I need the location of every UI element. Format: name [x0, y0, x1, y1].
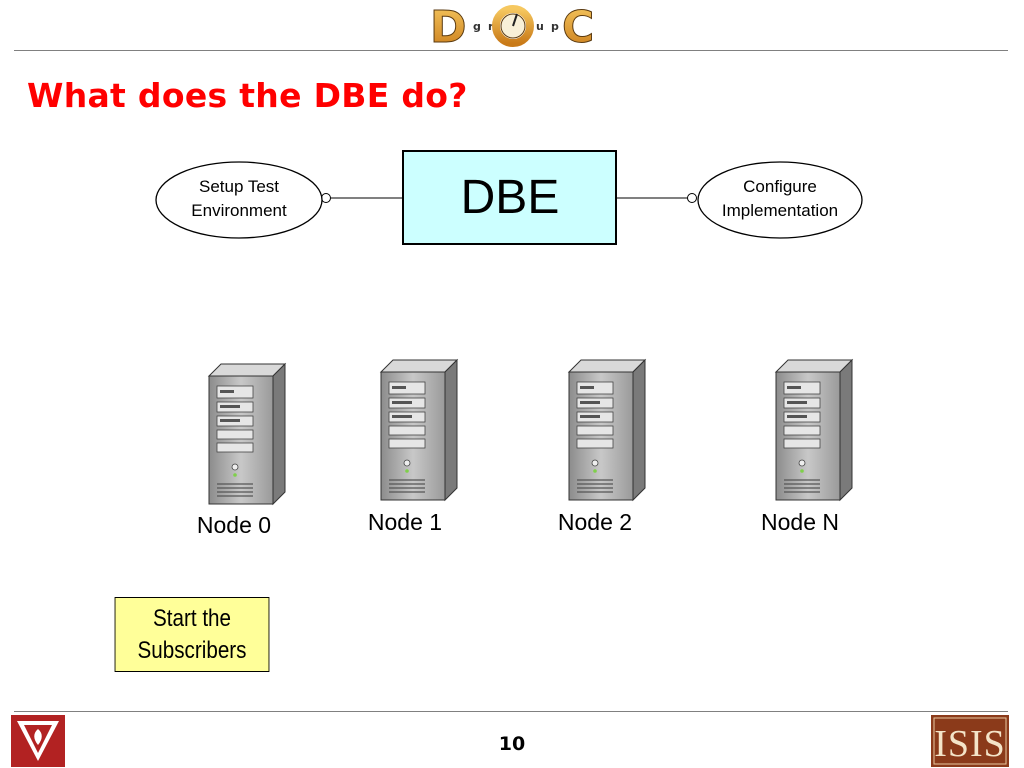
server-icon-node-n — [775, 359, 853, 501]
page-number: 10 — [498, 733, 526, 755]
isis-logo-text: ISIS — [934, 723, 1006, 765]
node-label-n: Node N — [761, 509, 839, 535]
left-connector-end — [321, 193, 331, 203]
dbe-box — [402, 150, 617, 245]
right-connector-end — [687, 193, 697, 203]
slide-title: What does the DBE do? — [27, 76, 468, 115]
doc-group-logo: D g r O u p C — [430, 2, 595, 48]
header-rule — [14, 50, 1008, 51]
configure-line-1: Configure — [743, 177, 817, 196]
start-subscribers-line-1: Start the — [152, 604, 232, 632]
logo-letter-p: p — [551, 20, 559, 33]
logo-letter-c: C — [562, 2, 594, 48]
isis-logo: ISIS — [931, 715, 1009, 767]
vanderbilt-logo: V — [11, 715, 65, 767]
setup-test-line-1: Setup Test — [199, 177, 279, 196]
server-icon-node-2 — [568, 359, 646, 501]
server-icon-node-1 — [380, 359, 458, 501]
logo-letter-r: r — [488, 20, 494, 33]
logo-letter-u: u — [536, 20, 544, 33]
node-label-2: Node 2 — [558, 509, 632, 535]
configure-implementation-ellipse — [697, 161, 863, 239]
setup-test-line-2: Environment — [191, 201, 287, 220]
node-label-1: Node 1 — [368, 509, 442, 535]
start-subscribers-line-2: Subscribers — [137, 636, 247, 664]
node-label-0: Node 0 — [197, 512, 271, 538]
dbe-label: DBE — [461, 171, 560, 224]
logo-letter-d: D — [430, 2, 467, 48]
start-subscribers-box: Start the Subscribers — [114, 597, 270, 672]
configure-line-2: Implementation — [722, 201, 838, 220]
logo-letter-g: g — [473, 20, 481, 33]
server-icon-node-0 — [208, 363, 286, 505]
footer-rule — [14, 711, 1008, 712]
setup-test-environment-ellipse — [155, 161, 323, 239]
logo-clock-o — [492, 5, 534, 47]
